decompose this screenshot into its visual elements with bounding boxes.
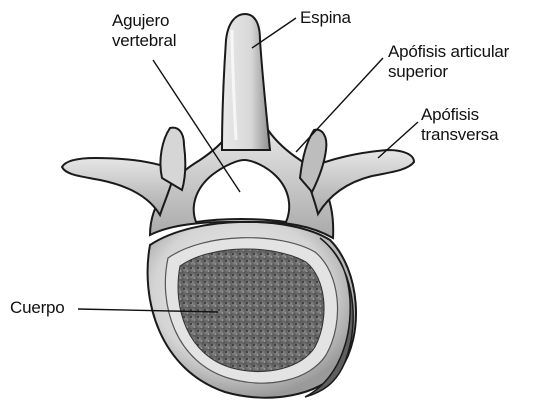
- label-superior-articular-process: Apófisis articular superior: [388, 42, 509, 82]
- label-vertebral-foramen: Agujero vertebral: [112, 11, 176, 51]
- label-line: Cuerpo: [10, 298, 65, 318]
- label-line: vertebral: [112, 31, 176, 51]
- label-vertebral-body: Cuerpo: [10, 298, 65, 318]
- label-spinous-process: Espina: [300, 8, 351, 28]
- label-line: superior: [388, 62, 509, 82]
- label-line: Agujero: [112, 11, 176, 31]
- label-line: transversa: [421, 125, 498, 145]
- vertebral-body: [148, 222, 356, 398]
- transverse-process-left: [62, 158, 175, 215]
- label-transverse-process: Apófisis transversa: [421, 105, 498, 145]
- spinous-process: [222, 14, 270, 150]
- label-line: Apófisis articular: [388, 42, 509, 62]
- label-line: Apófisis: [421, 105, 498, 125]
- leader-articular: [296, 58, 383, 152]
- label-line: Espina: [300, 8, 351, 28]
